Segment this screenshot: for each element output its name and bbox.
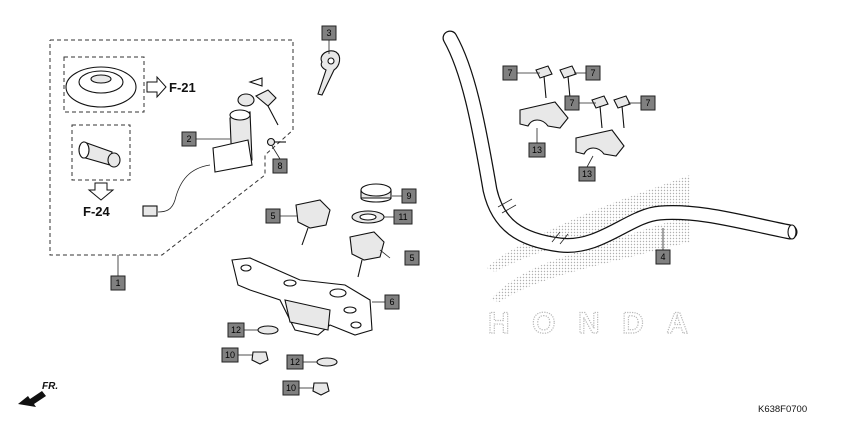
- svg-text:6: 6: [389, 297, 394, 307]
- top-bridge: [231, 257, 373, 336]
- handlebar: [442, 30, 798, 253]
- ignition-switch: [142, 77, 279, 217]
- handlebar-holder-upper: [519, 101, 625, 157]
- callout-12-a: 12: [227, 322, 245, 338]
- cap-nut: [360, 183, 392, 203]
- svg-text:5: 5: [270, 211, 275, 221]
- callout-5-upper: 5: [265, 208, 281, 224]
- assembly-outline: [49, 39, 294, 256]
- callout-7-c: 7: [564, 95, 580, 111]
- key: [317, 50, 341, 96]
- callout-10-b: 10: [282, 380, 300, 396]
- svg-text:12: 12: [290, 357, 300, 367]
- svg-text:13: 13: [582, 169, 592, 179]
- svg-text:10: 10: [286, 383, 296, 393]
- svg-text:11: 11: [398, 212, 407, 222]
- callout-5-lower: 5: [404, 250, 420, 266]
- bolt: [535, 65, 553, 99]
- svg-text:3: 3: [326, 28, 331, 38]
- svg-text:5: 5: [409, 253, 414, 263]
- bolt: [559, 65, 577, 99]
- bolt-group: [535, 65, 631, 129]
- washer-lower: [257, 325, 338, 367]
- svg-text:7: 7: [507, 68, 512, 78]
- svg-text:7: 7: [590, 68, 595, 78]
- svg-text:7: 7: [569, 98, 574, 108]
- ref-f21-label: F-21: [169, 80, 196, 95]
- callout-2: 2: [181, 131, 197, 147]
- arrow-right-icon: [146, 75, 167, 99]
- svg-text:9: 9: [406, 191, 411, 201]
- svg-text:10: 10: [225, 350, 235, 360]
- callout-10-a: 10: [221, 347, 239, 363]
- figure-code: K638F0700: [758, 404, 807, 415]
- svg-text:4: 4: [660, 252, 665, 262]
- callout-12-b: 12: [286, 354, 304, 370]
- callout-1: 1: [110, 275, 126, 291]
- fuel-cap-inset: [63, 56, 145, 113]
- svg-text:7: 7: [645, 98, 650, 108]
- callout-7-a: 7: [502, 65, 518, 81]
- ref-f24-label: F-24: [83, 204, 111, 219]
- callout-7-d: 7: [640, 95, 656, 111]
- bolt: [613, 95, 631, 129]
- callout-7-b: 7: [585, 65, 601, 81]
- svg-text:13: 13: [532, 145, 542, 155]
- callout-8: 8: [272, 158, 288, 174]
- callout-4: 4: [655, 249, 671, 265]
- callout-13-a: 13: [528, 142, 546, 158]
- handlebar-holder-lower: [295, 199, 385, 278]
- flange-nut: [251, 351, 330, 396]
- callout-13-b: 13: [578, 166, 596, 182]
- callout-6: 6: [384, 294, 400, 310]
- svg-text:12: 12: [231, 325, 241, 335]
- svg-text:2: 2: [186, 134, 191, 144]
- leader-lines: [196, 40, 664, 389]
- honda-wordmark: HONDA: [488, 307, 688, 340]
- lock-cylinder-inset: [71, 124, 131, 181]
- bolt: [591, 95, 609, 129]
- arrow-down-icon: [87, 182, 115, 201]
- callout-9: 9: [401, 188, 417, 204]
- screw: [266, 137, 286, 147]
- front-direction-indicator: FR.: [18, 381, 58, 407]
- washer: [351, 210, 385, 224]
- callout-3: 3: [321, 25, 337, 41]
- svg-text:1: 1: [115, 278, 120, 288]
- svg-text:8: 8: [277, 161, 282, 171]
- front-label: FR.: [42, 381, 58, 392]
- callout-11: 11: [393, 209, 413, 225]
